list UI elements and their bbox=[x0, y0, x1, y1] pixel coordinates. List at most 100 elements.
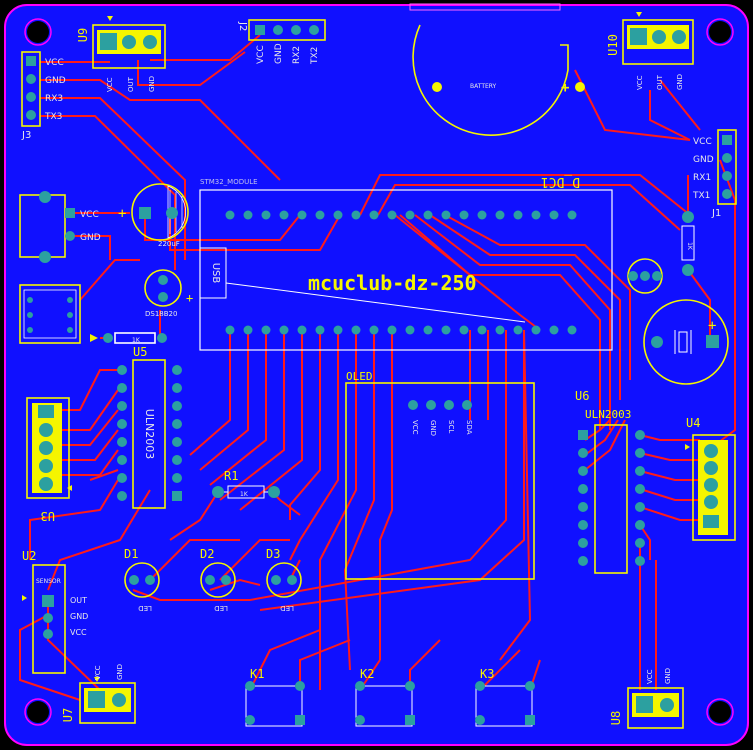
led-value: LED bbox=[280, 604, 294, 612]
pin-pad bbox=[26, 92, 36, 102]
mcu-bottom-pin bbox=[477, 325, 487, 335]
oled-pin bbox=[426, 400, 436, 410]
mcu-bottom-pin bbox=[351, 325, 361, 335]
mcu-top-pin bbox=[531, 210, 541, 220]
ic-pin bbox=[635, 430, 645, 440]
mcu-bottom-pin bbox=[333, 325, 343, 335]
key-k1[interactable]: K1 bbox=[245, 667, 305, 727]
pin-pad bbox=[722, 189, 732, 199]
key-k2[interactable]: K2 bbox=[355, 667, 415, 727]
svg-text:ULN2003: ULN2003 bbox=[585, 408, 631, 421]
pin-label: SDA bbox=[465, 420, 473, 435]
usb-label: USB bbox=[210, 263, 221, 284]
pin-label: GND bbox=[45, 76, 66, 86]
mcu-bottom-pin bbox=[243, 325, 253, 335]
pin-label: OUT bbox=[127, 76, 135, 92]
pin-label: GND bbox=[693, 155, 714, 165]
pin-pad bbox=[65, 208, 75, 218]
module-name: STM32_MODULE bbox=[200, 178, 258, 186]
mcu-bottom-pin bbox=[495, 325, 505, 335]
pin-label: VCC bbox=[45, 58, 64, 68]
mcu-bottom-pin bbox=[531, 325, 541, 335]
svg-text:1K: 1K bbox=[240, 491, 249, 498]
ic-pin bbox=[635, 448, 645, 458]
svg-text:U9: U9 bbox=[76, 28, 90, 42]
svg-text:U3: U3 bbox=[41, 509, 55, 523]
led-label: D3 bbox=[266, 547, 280, 561]
capacitor: + 220uF bbox=[118, 183, 189, 248]
pin-label: RX1 bbox=[693, 173, 711, 183]
pin-label: GND bbox=[70, 612, 88, 621]
mcu-top-pin bbox=[225, 210, 235, 220]
mcu-bottom-pin bbox=[315, 325, 325, 335]
pin-label: SCL bbox=[447, 420, 455, 433]
pin-label: VCC bbox=[411, 420, 419, 435]
mounting-holes bbox=[24, 18, 734, 726]
pin-label: RX2 bbox=[292, 46, 302, 64]
svg-text:J3: J3 bbox=[21, 130, 31, 141]
svg-text:+: + bbox=[708, 318, 716, 334]
pin-label: GND bbox=[274, 43, 284, 64]
mcu-top-pin bbox=[315, 210, 325, 220]
pin-pad bbox=[26, 56, 36, 66]
pin-pad bbox=[722, 153, 732, 163]
pin-label: TX1 bbox=[692, 191, 710, 201]
svg-text:+: + bbox=[186, 291, 193, 305]
mcu-bottom-pin bbox=[405, 325, 415, 335]
ic-pin bbox=[117, 491, 127, 501]
ic-pin bbox=[117, 401, 127, 411]
mcu-top-pin bbox=[405, 210, 415, 220]
key-k3[interactable]: K3 bbox=[475, 667, 535, 727]
ic-pin bbox=[172, 437, 182, 447]
svg-text:U4: U4 bbox=[686, 416, 700, 430]
mcu-bottom-pin bbox=[297, 325, 307, 335]
key-label: K1 bbox=[250, 667, 264, 681]
board-title: mcuclub-dz-250 bbox=[308, 271, 477, 295]
svg-text:J1: J1 bbox=[711, 208, 721, 219]
svg-text:+: + bbox=[561, 80, 569, 96]
pin-label: VCC bbox=[80, 210, 99, 220]
svg-text:U5: U5 bbox=[133, 345, 147, 359]
oled-pin bbox=[462, 400, 472, 410]
pin-label: VCC bbox=[70, 628, 87, 637]
ic-pin bbox=[172, 491, 182, 501]
svg-text:SENSOR: SENSOR bbox=[36, 578, 61, 585]
mcu-top-pin bbox=[297, 210, 307, 220]
pin-label: VCC bbox=[693, 137, 712, 147]
led-value: LED bbox=[214, 604, 228, 612]
ic-pin bbox=[578, 430, 588, 440]
ic-pin bbox=[172, 383, 182, 393]
svg-text:J2: J2 bbox=[237, 21, 248, 31]
board-outline bbox=[4, 4, 749, 746]
connector-u4: U4 bbox=[685, 416, 736, 541]
ic-pin bbox=[117, 455, 127, 465]
svg-text:ULN2003: ULN2003 bbox=[143, 409, 156, 459]
ic-u5: ULN2003 U5 bbox=[117, 345, 182, 509]
key-label: K2 bbox=[360, 667, 374, 681]
ic-pin bbox=[578, 556, 588, 566]
svg-text:U8: U8 bbox=[609, 711, 623, 725]
pin-pad bbox=[26, 110, 36, 120]
led-label: D1 bbox=[124, 547, 138, 561]
transistor-q1: + bbox=[144, 269, 193, 307]
connector-u3: U3 bbox=[26, 397, 72, 523]
ic-pin bbox=[635, 520, 645, 530]
pin-label: VCC bbox=[646, 669, 654, 684]
led-value: LED bbox=[138, 604, 152, 612]
resistor-right: 1K bbox=[681, 211, 695, 276]
pin-pad bbox=[291, 25, 301, 35]
svg-text:U7: U7 bbox=[61, 708, 75, 722]
ic-pin bbox=[635, 538, 645, 548]
pin-label: VCC bbox=[106, 77, 114, 92]
pin-label: RX3 bbox=[45, 94, 63, 104]
pin-label: OUT bbox=[70, 596, 87, 605]
ic-pin bbox=[635, 556, 645, 566]
svg-text:220uF: 220uF bbox=[158, 240, 180, 248]
